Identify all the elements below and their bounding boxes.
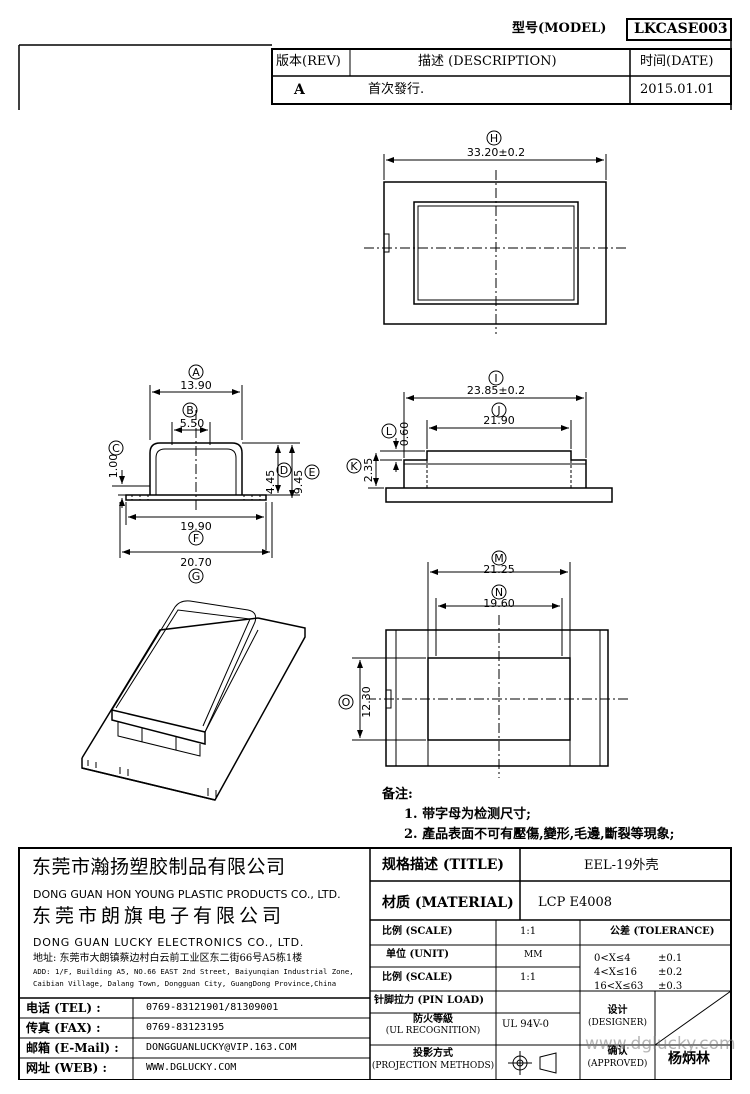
tol-range-1: 0<X≤4 xyxy=(594,953,631,964)
date-header: 时间(DATE) xyxy=(640,54,714,69)
contact-label-fax: 传真 (FAX) : xyxy=(26,1021,101,1035)
unit-value: MM xyxy=(524,950,543,960)
contact-value-fax: 0769-83123195 xyxy=(146,1022,225,1033)
tol-value-2: ±0.2 xyxy=(658,967,683,978)
label-b: B xyxy=(186,404,194,417)
contact-label-tel: 电话 (TEL) : xyxy=(26,1001,101,1015)
flame-value: UL 94V-0 xyxy=(502,1019,550,1030)
company-name-1-en: DONG GUAN HON YOUNG PLASTIC PRODUCTS CO.… xyxy=(33,888,341,901)
tol-value-3: ±0.3 xyxy=(658,981,683,992)
contact-label-email: 邮箱 (E-Mail) : xyxy=(26,1041,119,1055)
company-name-1-cn: 东莞市瀚扬塑胶制品有限公司 xyxy=(32,856,286,878)
label-m: M xyxy=(494,552,504,565)
description-header: 描述 (DESCRIPTION) xyxy=(418,54,557,69)
label-f: F xyxy=(193,532,199,545)
company-name-2-en: DONG GUAN LUCKY ELECTRONICS CO., LTD. xyxy=(33,936,305,949)
top-view-outline xyxy=(383,181,607,325)
tol-value-1: ±0.1 xyxy=(658,953,683,964)
dim-m: 21.25 xyxy=(483,563,515,576)
scale-label: 比例 (SCALE) xyxy=(382,926,453,937)
label-o: O xyxy=(342,696,351,709)
scale2-value: 1:1 xyxy=(520,972,537,983)
flame-label-1: 防火等級 xyxy=(413,1014,453,1025)
dim-b: 5.50 xyxy=(180,417,205,430)
approved-label-2: (APPROVED) xyxy=(587,1059,648,1069)
dim-i: 23.85±0.2 xyxy=(467,384,525,397)
label-d: D xyxy=(280,464,288,477)
note-2: 2. 產品表面不可有壓傷,變形,毛邊,斷裂等現象; xyxy=(404,827,675,842)
contact-label-web: 网址 (WEB) : xyxy=(26,1061,107,1075)
note-1: 1. 带字母为检测尺寸; xyxy=(404,807,531,822)
address-cn: 地址: 东莞市大朗镇蔡边村白云前工业区东二街66号A5栋1楼 xyxy=(33,953,303,964)
spec-title-value: EEL-19外壳 xyxy=(584,858,659,873)
spec-title-label: 规格描述 (TITLE) xyxy=(382,857,505,873)
dim-d: 4.45 xyxy=(264,470,277,495)
flame-label-2: (UL RECOGNITION) xyxy=(385,1026,481,1036)
scale-value: 1:1 xyxy=(520,926,537,937)
approved-value: 杨炳林 xyxy=(668,1051,710,1067)
description-value: 首次發行. xyxy=(368,82,425,97)
dim-l: 0.60 xyxy=(398,422,411,447)
header-frame xyxy=(18,18,732,110)
label-j: J xyxy=(496,404,500,417)
label-g: G xyxy=(192,570,201,583)
projection-label-2: (PROJECTION METHODS) xyxy=(371,1061,495,1071)
tol-range-3: 16<X≤63 xyxy=(594,981,644,992)
notes-title: 备注: xyxy=(382,787,413,802)
date-value: 2015.01.01 xyxy=(640,82,715,97)
scale2-label: 比例 (SCALE) xyxy=(382,972,453,983)
dim-f: 19.90 xyxy=(180,520,212,533)
label-e: E xyxy=(309,466,316,479)
dim-c: 1.00 xyxy=(107,454,120,479)
model-value: LKCASE003 xyxy=(634,21,728,37)
address-en-2: Caibian Village, Dalang Town, Dongguan C… xyxy=(33,979,337,988)
spec-material-label: 材质 (MATERIAL) xyxy=(382,895,514,911)
tolerance-label: 公差 (TOLERANCE) xyxy=(610,926,715,937)
rev-header: 版本(REV) xyxy=(276,54,341,69)
label-c: C xyxy=(112,442,120,455)
address-en-1: ADD: 1/F, Building A5, NO.66 EAST 2nd St… xyxy=(33,967,354,976)
spec-material-value: LCP E4008 xyxy=(538,895,613,910)
company-name-2-cn: 东莞市朗旗电子有限公司 xyxy=(32,905,286,927)
contact-value-tel: 0769-83121901/81309001 xyxy=(146,1002,279,1013)
label-i: I xyxy=(494,372,497,385)
model-label: 型号(MODEL) xyxy=(512,21,607,36)
dim-j: 21.90 xyxy=(483,414,515,427)
dim-a: 13.90 xyxy=(180,379,212,392)
label-h: H xyxy=(490,132,498,145)
label-k: K xyxy=(350,460,358,473)
title-block-frame xyxy=(18,847,732,1080)
pin-load-label: 针脚拉力 (PIN LOAD) xyxy=(374,995,484,1006)
label-l: L xyxy=(386,425,393,438)
rev-value: A xyxy=(294,82,305,98)
label-a: A xyxy=(192,366,200,379)
dim-o: 12.30 xyxy=(360,686,373,718)
approved-label-1: 确认 xyxy=(607,1046,628,1057)
technical-drawing: H 33.20±0.2 A 13.90 B 5.50 C 1.00 D 4.45… xyxy=(81,130,628,801)
label-n: N xyxy=(495,586,503,599)
contact-value-web[interactable]: WWW.DGLUCKY.COM xyxy=(146,1062,237,1073)
unit-label: 单位 (UNIT) xyxy=(386,949,449,960)
dim-g: 20.70 xyxy=(180,556,212,569)
projection-label-1: 投影方式 xyxy=(413,1048,453,1059)
dim-n: 19.60 xyxy=(483,597,515,610)
contact-value-email[interactable]: DONGGUANLUCKY@VIP.163.COM xyxy=(146,1042,297,1053)
dim-h: 33.20±0.2 xyxy=(467,146,525,159)
tol-range-2: 4<X≤16 xyxy=(594,967,637,978)
designer-label-2: (DESIGNER) xyxy=(588,1018,647,1028)
dim-k: 2.35 xyxy=(362,458,375,483)
designer-label-1: 设计 xyxy=(607,1005,628,1016)
dim-e: 9.45 xyxy=(292,470,305,495)
watermark: www.dglucky.com xyxy=(585,1034,736,1054)
